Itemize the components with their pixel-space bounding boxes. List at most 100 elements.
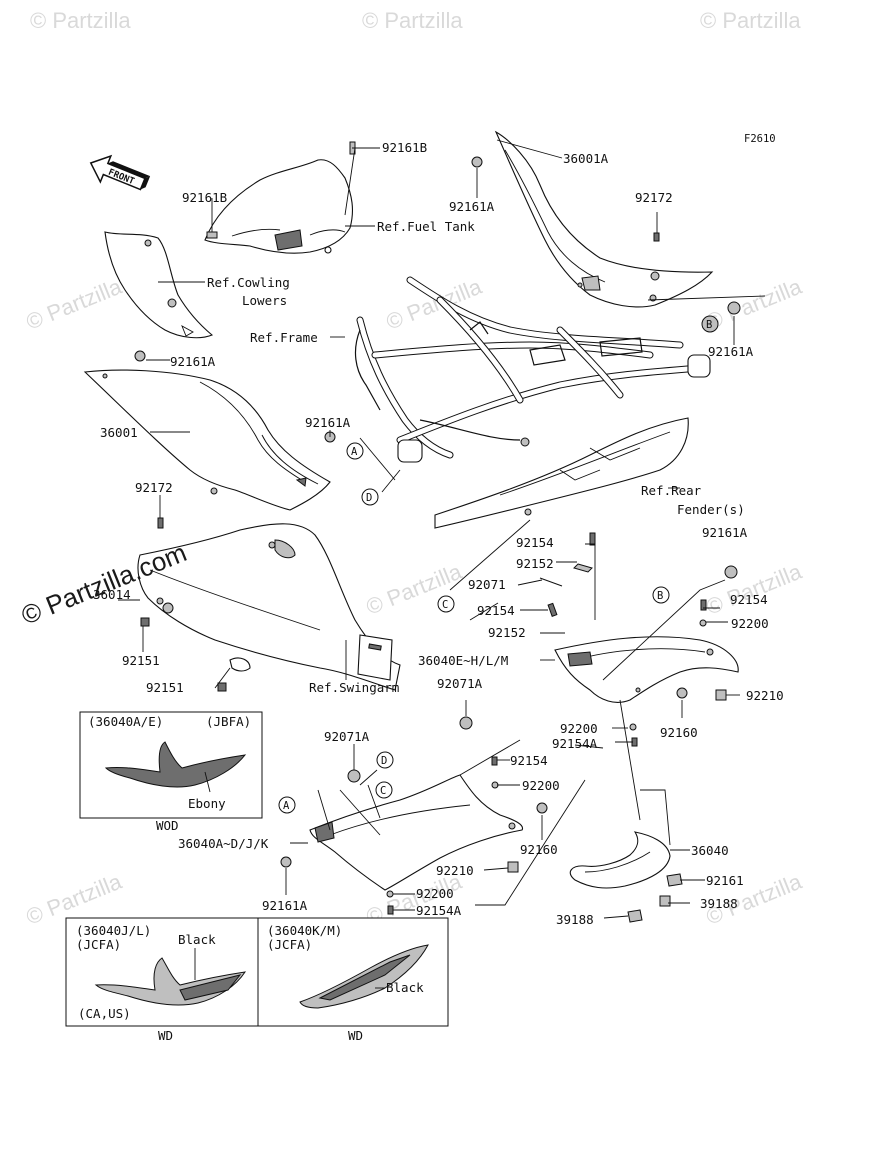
inset-caption: WOD — [156, 818, 179, 833]
side-cover-36001A — [494, 130, 714, 308]
part-number-36040: 36040 — [691, 843, 729, 858]
part-number-92154: 92154 — [730, 592, 768, 607]
part-number-92154A: 92154A — [552, 736, 598, 751]
part-number-92200: 92200 — [522, 778, 560, 793]
part-number-92161A: 92161A — [305, 415, 351, 430]
callout-c: C — [375, 781, 393, 799]
part-number-92152: 92152 — [516, 556, 554, 571]
fuel-tank-cover — [204, 159, 354, 254]
inset-caption: WD — [158, 1028, 173, 1043]
part-number-92161B: 92161B — [382, 140, 427, 155]
svg-text:D: D — [381, 755, 387, 767]
part-number-92161A: 92161A — [262, 898, 308, 913]
part-number-92160: 92160 — [660, 725, 698, 740]
lower-cover-36040E — [554, 636, 739, 703]
part-number-92071A: 92071A — [437, 676, 483, 691]
callout-b: B — [701, 315, 719, 333]
inset-36040K-M: (36040K/M) (JCFA) Black WD — [257, 917, 449, 1043]
side-cover-36001 — [83, 369, 331, 511]
inset-36040A-E: (36040A/E) (JBFA) Ebony WOD — [79, 711, 263, 833]
part-number-36001: 36001 — [100, 425, 138, 440]
watermark-text: © Partzilla — [362, 8, 463, 33]
callout-c: C — [437, 595, 455, 613]
part-number-92152: 92152 — [488, 625, 526, 640]
part-number-92200: 92200 — [731, 616, 769, 631]
part-number-92154: 92154 — [516, 535, 554, 550]
part-number-39188: 39188 — [700, 896, 738, 911]
watermark-text: © Partzilla — [23, 273, 126, 334]
ref-fuel-tank: Ref.Fuel Tank — [377, 219, 475, 234]
watermark-text: © Partzilla — [703, 558, 806, 619]
cowling-lower-part — [104, 231, 214, 339]
inset-caption: WD — [348, 1028, 363, 1043]
callout-b: B — [652, 586, 670, 604]
part-number-92172: 92172 — [135, 480, 173, 495]
frame-assembly — [354, 276, 711, 463]
watermark-text: © Partzilla — [383, 273, 486, 334]
part-number-92151: 92151 — [122, 653, 160, 668]
svg-text:B: B — [706, 319, 712, 331]
svg-text:C: C — [442, 599, 448, 611]
ref-frame: Ref.Frame — [250, 330, 318, 345]
watermark-text: © Partzilla — [30, 8, 131, 33]
part-number-92071: 92071 — [468, 577, 506, 592]
part-number-92160: 92160 — [520, 842, 558, 857]
part-number-92071A: 92071A — [324, 729, 370, 744]
inset-model-code: (36040K/M) — [267, 923, 342, 938]
part-number-92154A: 92154A — [416, 903, 462, 918]
part-number-92210: 92210 — [436, 863, 474, 878]
inset-color: Black — [386, 980, 424, 995]
ref-cowling-lowers: Lowers — [242, 293, 287, 308]
part-labels: 92161B 36001A 92161B Ref.Fuel Tank 92161… — [93, 140, 784, 927]
part-number-36040A: 36040A~D/J/K — [178, 836, 269, 851]
figure-code: F2610 — [744, 133, 776, 145]
svg-text:D: D — [366, 492, 372, 504]
swingarm-cover-36014 — [137, 523, 401, 691]
part-number-92200: 92200 — [560, 721, 598, 736]
svg-text:A: A — [283, 800, 290, 812]
callout-d: D — [361, 488, 379, 506]
callout-d: D — [376, 751, 394, 769]
inset-model-code: (36040A/E) — [88, 714, 163, 729]
ref-rear-fender: Fender(s) — [677, 502, 745, 517]
inset-variant-code: (JCFA) — [76, 937, 121, 952]
inset-36040J-L: (36040J/L) (JCFA) Black (CA,US) WD — [65, 917, 261, 1043]
part-number-36001A: 36001A — [563, 151, 609, 166]
watermark-text: © Partzilla — [700, 8, 801, 33]
inset-model-code: (36040J/L) — [76, 923, 151, 938]
ref-rear-fender: Ref.Rear — [641, 483, 702, 498]
part-number-92161: 92161 — [706, 873, 744, 888]
callout-a: A — [278, 796, 296, 814]
part-number-92161A: 92161A — [170, 354, 216, 369]
inset-color: Black — [178, 932, 216, 947]
part-number-92210: 92210 — [746, 688, 784, 703]
part-number-36014: 36014 — [93, 587, 131, 602]
ref-swingarm: Ref.Swingarm — [309, 680, 399, 695]
part-number-92154: 92154 — [510, 753, 548, 768]
callout-a: A — [346, 442, 364, 460]
clip-92161B — [206, 231, 218, 239]
inset-region: (CA,US) — [78, 1006, 131, 1021]
lower-piece-36040 — [569, 831, 683, 923]
part-number-92161A: 92161A — [449, 199, 495, 214]
front-arrow-icon: FRONT — [89, 154, 151, 191]
svg-text:C: C — [380, 785, 386, 797]
part-number-92151: 92151 — [146, 680, 184, 695]
inset-variant-code: (JBFA) — [206, 714, 251, 729]
part-number-92154: 92154 — [477, 603, 515, 618]
inset-variant-code: (JCFA) — [267, 937, 312, 952]
inset-color: Ebony — [188, 796, 226, 811]
svg-text:A: A — [351, 446, 358, 458]
part-number-92161B: 92161B — [182, 190, 227, 205]
part-number-92172: 92172 — [635, 190, 673, 205]
part-number-39188: 39188 — [556, 912, 594, 927]
leader-lines — [118, 139, 766, 919]
rear-fender — [434, 417, 689, 529]
fasteners — [134, 156, 741, 915]
part-number-92200: 92200 — [416, 886, 454, 901]
part-number-36040E: 36040E~H/L/M — [418, 653, 508, 668]
svg-text:B: B — [657, 590, 663, 602]
ref-cowling-lowers: Ref.Cowling — [207, 275, 290, 290]
part-number-92161A: 92161A — [708, 344, 754, 359]
